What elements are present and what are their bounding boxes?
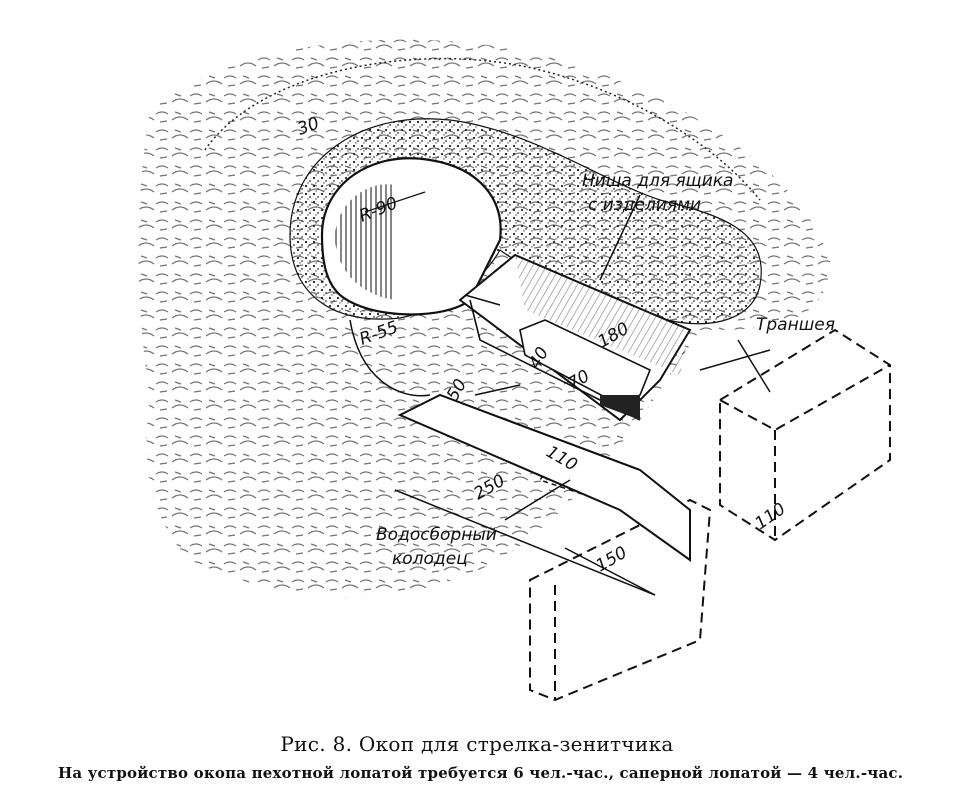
figure-note: На устройство окопа пехотной лопатой тре… bbox=[58, 764, 904, 782]
r55-arc bbox=[349, 319, 431, 397]
circular-pit bbox=[320, 157, 502, 316]
parapet-outline bbox=[204, 57, 761, 201]
dimension-lines bbox=[394, 194, 771, 596]
trench-diagram: 30 R-90 R-55 180 40 70 50 110 250 150 11… bbox=[138, 39, 891, 702]
sump-leader bbox=[504, 479, 571, 521]
label-sump-line2: колодец bbox=[392, 549, 468, 569]
label-niche-line2: с изделиями bbox=[588, 195, 701, 215]
figure-caption: Рис. 8. Окоп для стрелка-зенитчика bbox=[280, 732, 674, 756]
label-trench: Траншея bbox=[756, 315, 835, 335]
extension-volume bbox=[529, 498, 712, 702]
label-sump-line1: Водосборный bbox=[376, 525, 497, 545]
front-slab bbox=[397, 393, 691, 562]
trench-volume bbox=[719, 328, 891, 542]
label-niche-line1: Ниша для ящика bbox=[582, 171, 733, 191]
channel bbox=[458, 253, 692, 422]
